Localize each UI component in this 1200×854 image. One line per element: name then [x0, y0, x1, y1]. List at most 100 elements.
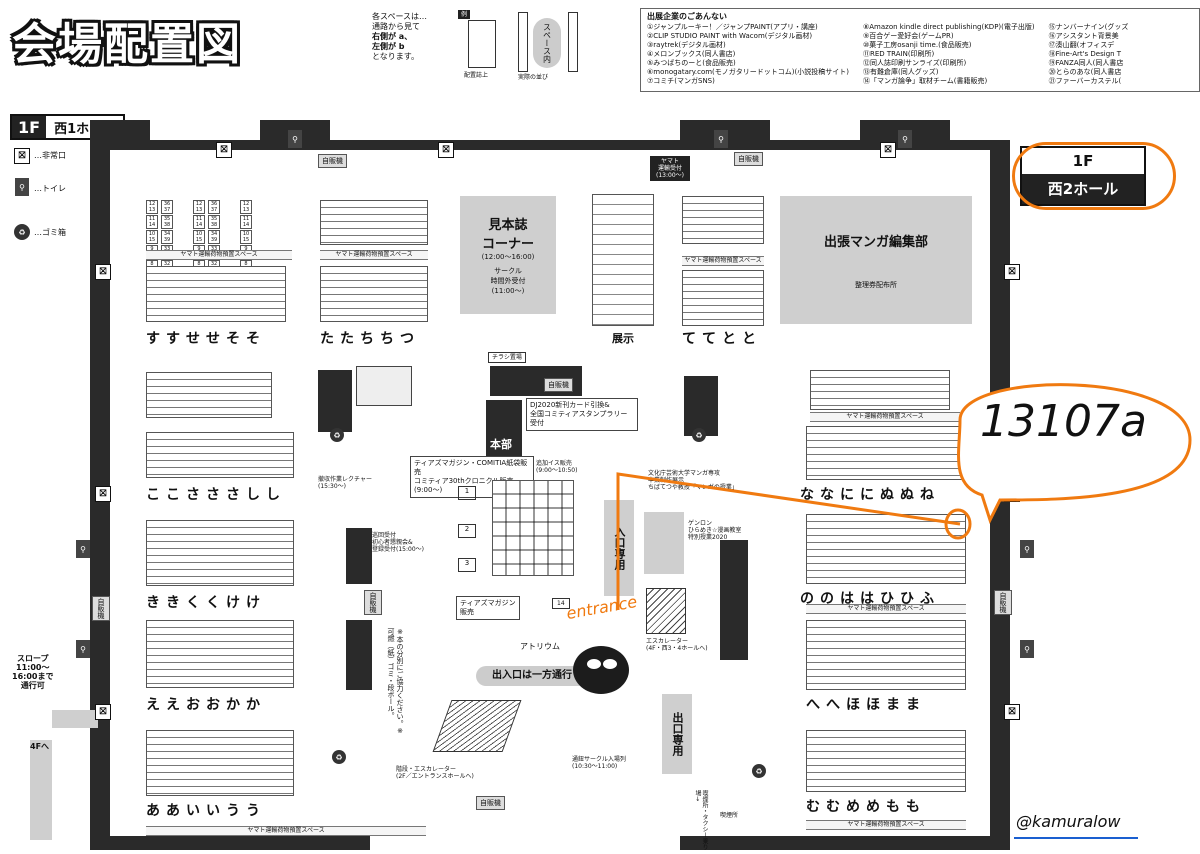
booth-cell: 11 14 [146, 215, 158, 229]
legend-trash: …ゴミ箱 [34, 228, 66, 237]
yamato-lane: ヤマト運輸荷物預置スペース [806, 604, 966, 614]
exhibit-booths [592, 194, 654, 326]
toilet-icon: ⚲ [15, 178, 29, 196]
space-example-diagram: 例 配置誌上 スペース内 実際の並び [458, 10, 608, 88]
space-rule-line: 右側が a、 [372, 32, 413, 41]
actual-caption: 実際の並び [518, 74, 549, 81]
exhibitor-item: ③raytrek(デジタル画材) [647, 41, 726, 49]
booth-cell: 34 39 [161, 230, 173, 244]
mihon-time: (12:00～16:00) [481, 253, 535, 261]
oneway-banner: 出入口は一方通行 [476, 666, 588, 686]
space-rule-line: となります。 [372, 52, 419, 61]
mascot-eye [603, 659, 617, 669]
booth-grid [806, 426, 966, 480]
space-rule-line: 左側が b [372, 42, 405, 51]
trash-icon: ♻ [14, 224, 30, 240]
dj-counter: DJ2020新刊カード引換& 全国コミティアスタンプラリー受付 [526, 398, 638, 431]
escalator-left-label: 階段・エスカレーター (2F／エントランスホールへ) [396, 766, 474, 780]
exhibitor-item: ⑮ナンバーナイン(グッズ [1048, 23, 1129, 31]
yamato-lane: ヤマト運輸荷物預置スペース [320, 250, 428, 260]
target-circle [944, 508, 972, 540]
page-title: 会場配置図 [12, 19, 242, 70]
pillar [90, 120, 150, 150]
exhibitor-booth-cluster: 1 2 3 [452, 480, 578, 580]
mascot-eye [587, 659, 601, 669]
yamato-lane: ヤマト運輸荷物預置スペース [146, 826, 426, 836]
pillar [346, 620, 372, 690]
floor-label: 1F [1072, 152, 1094, 170]
sorting-note: ※本の分別にご協力ください。※可燃（紙）ゴミ・段ボール。 [387, 628, 404, 735]
trash-icon: ♻ [332, 750, 346, 764]
booth-grid [320, 266, 428, 322]
booth-cell: 12 13 [240, 200, 252, 214]
slope-arrow [52, 710, 98, 728]
taxi-note: 喫煙所・タクシー乗り場→ [694, 790, 708, 850]
floor-label: 1F [12, 116, 47, 138]
exhibitor-item: ⑪RED TRAIN(印刷所) [862, 50, 935, 58]
speech-bubble [957, 383, 1192, 524]
emergency-exit-icon: ⛝ [880, 142, 896, 158]
exhibitor-item: ⑦コミチ(マンガSNS) [647, 77, 715, 85]
vending-machine: 自販機 [364, 590, 382, 615]
chair-sales: 追加イス販売 (9:00～10:50) [536, 460, 578, 474]
example-tag: 例 [458, 10, 471, 19]
exhibitor-item: ⑱Fine-Art's Design T [1048, 50, 1122, 58]
manga-title: 出張マンガ編集部 [823, 234, 928, 250]
to-4f-label: 4Fへ [30, 742, 50, 751]
emergency-exit-icon: ⛝ [95, 486, 111, 502]
booth-cell: 12 13 [193, 200, 205, 214]
route-arrow-line [616, 472, 961, 610]
vending-machine: 自販機 [994, 590, 1012, 615]
yamato-lane: ヤマト運輸荷物預置スペース [806, 820, 966, 830]
exhibitor-item: ⑯アシスタント背景美 [1048, 32, 1119, 40]
hall-wall-bottom-right [680, 836, 1010, 850]
pillar [318, 370, 352, 432]
exhibitor-item: ⑩菓子工房osanji time.(食品販売) [862, 41, 972, 49]
emergency-exit-icon: ⛝ [216, 142, 232, 158]
yamato-counter: ヤマト 運輸受付 (13:00～) [650, 156, 690, 181]
row-label: ききくくけけ [146, 595, 266, 611]
booth-grid [146, 520, 294, 586]
booth-cell: 11 14 [240, 215, 252, 229]
genron-booth [644, 512, 684, 574]
vending-machine: 自販機 [318, 154, 347, 168]
honbu-label: 本部 [490, 438, 512, 451]
booth-grid [682, 196, 764, 244]
booth-cell: 11 14 [193, 215, 205, 229]
booth-cell: 12 13 [146, 200, 158, 214]
booth-cell: 10 15 [240, 230, 252, 244]
space-rule-line: 通路から見て [372, 22, 420, 31]
mihon-sub: サークル 時間外受付 (11:00～) [490, 267, 526, 295]
legend-emergency: …非常口 [34, 151, 66, 160]
lecture-note: 撤収作業レクチャー (15:30～) [318, 476, 372, 490]
slope-arrow [30, 740, 52, 840]
emergency-exit-icon: ⛝ [438, 142, 454, 158]
booth-cell: 36 37 [208, 200, 220, 214]
row-label: ののははひひふ [800, 591, 940, 607]
emergency-exit-icon: ⛝ [1004, 264, 1020, 280]
toilet-icon: ⚲ [714, 130, 728, 148]
manga-editors: 出張マンガ編集部 整理券配布所 [780, 196, 972, 324]
yamato-lane: ヤマト運輸荷物預置スペース [682, 256, 764, 266]
tiaz-sales-counter: ティアズマガジン 販売 [456, 596, 520, 620]
chirashi-label: チラシ置場 [488, 352, 526, 363]
booth-grid [320, 200, 428, 245]
exhibitor-item: ①ジャンプルーキー！／ジャンプPAINT(アプリ・講座) [647, 23, 818, 31]
booth-grid [146, 620, 294, 688]
booth-grid [146, 432, 294, 478]
exhibitor-item: ⑨百合ゲー愛好会(ゲームPR) [862, 32, 954, 40]
toilet-icon: ⚲ [1020, 640, 1034, 658]
emergency-exit-icon: ⛝ [1004, 704, 1020, 720]
mascot-body [573, 646, 629, 694]
manga-sub: 整理券配布所 [855, 280, 897, 289]
yamato-lane: ヤマト運輸荷物預置スペース [810, 412, 960, 422]
exhibitor-item: ⑤みつばちのーと(食品販売) [647, 59, 736, 67]
mihon-title: 見本誌 コーナー [481, 218, 534, 252]
atrium-label: アトリウム [520, 642, 560, 651]
exhibitor-item: ⑥monogatary.com(モノガタリードットコム)(小説投稿サイト) [647, 68, 849, 76]
exhibitor-item: ④メロンブックス(同人書店) [647, 50, 736, 58]
vending-machine: 自販機 [544, 378, 573, 392]
junkai-note: 巡回受付 初心者懇親会& 登録受付(15:00～) [372, 532, 424, 553]
row-label: すすせせそそ [146, 331, 266, 347]
